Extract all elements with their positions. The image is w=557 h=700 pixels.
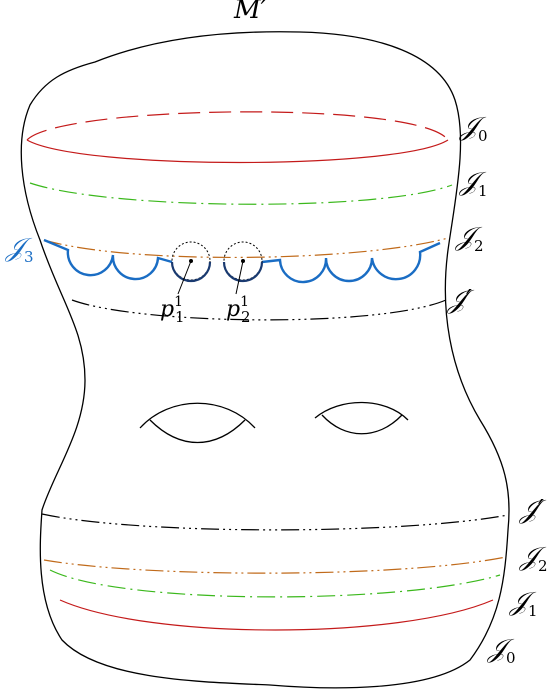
curve-J0-top-front — [26, 139, 449, 164]
label-Jprime-top: 𝒥′ — [446, 285, 475, 315]
label-Jprime-bottom: 𝒥′ — [518, 495, 547, 525]
curve-J1-top — [29, 182, 453, 205]
curve-J3 — [43, 238, 441, 284]
curve-J1-bottom — [49, 569, 501, 598]
arc-p2 — [222, 261, 264, 283]
hole-left-bottom — [149, 419, 246, 443]
label-J0-top: 𝒥0 — [458, 112, 488, 145]
hole-right-top — [314, 401, 409, 421]
curve-J2-bottom — [43, 556, 507, 574]
curve-Jprime-top — [71, 299, 447, 321]
curve-Jprime-bottom — [41, 513, 509, 531]
leader-p1 — [177, 260, 192, 295]
label-J1-top: 𝒥1 — [458, 167, 488, 200]
label-J0-bottom: 𝒥0 — [486, 634, 516, 667]
label-J3: 𝒥3 — [4, 233, 34, 266]
title-M-prime: M′ — [233, 0, 267, 25]
curve-J0-top-back — [26, 111, 449, 141]
label-J2-top: 𝒥2 — [454, 222, 484, 255]
leader-p2 — [235, 260, 244, 295]
curve-J2-top — [43, 237, 449, 259]
surface-outline — [20, 31, 510, 689]
curve-J0-bottom — [59, 599, 494, 631]
hole-right-bottom — [321, 414, 403, 435]
hole-left-top — [139, 402, 256, 429]
label-J1-bottom: 𝒥1 — [508, 587, 538, 620]
label-J2-bottom: 𝒥2 — [518, 542, 548, 575]
arc-p1 — [170, 261, 212, 283]
